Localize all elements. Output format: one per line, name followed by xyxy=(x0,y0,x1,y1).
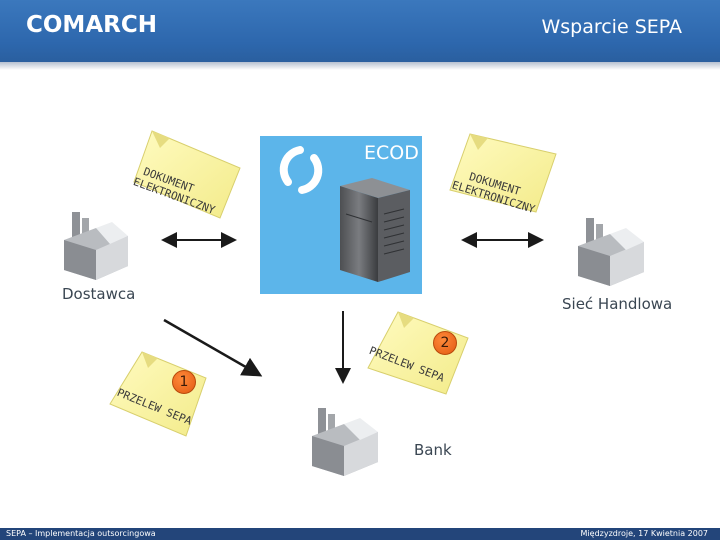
sync-icon xyxy=(284,150,319,190)
arrow-supplier-bank xyxy=(164,320,258,374)
supplier-label: Dostawca xyxy=(62,285,135,303)
retail-chain-label: Sieć Handlowa xyxy=(562,295,672,313)
factory-icon-retail xyxy=(578,218,644,286)
factory-icon-bank xyxy=(312,408,378,476)
transfer-badge-2: 2 xyxy=(433,331,457,355)
transfer-badge-1: 1 xyxy=(172,370,196,394)
factory-icon-supplier xyxy=(64,212,128,280)
footer-left-text: SEPA – Implementacja outsorcingowa xyxy=(6,528,156,540)
bank-label: Bank xyxy=(414,441,452,459)
footer-right-text: Międzyzdroje, 17 Kwietnia 2007 xyxy=(581,528,708,540)
footer-bar: SEPA – Implementacja outsorcingowa Międz… xyxy=(0,528,720,540)
server-icon xyxy=(340,178,410,282)
